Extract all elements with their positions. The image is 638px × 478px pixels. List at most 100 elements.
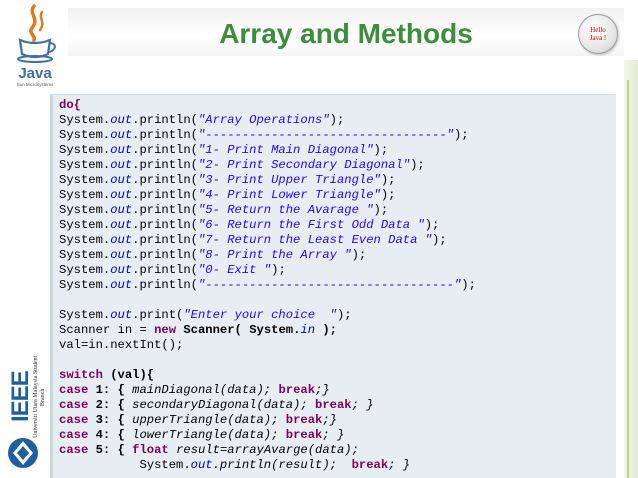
code-token: .println( bbox=[132, 143, 198, 157]
code-token: ); bbox=[410, 158, 425, 172]
code-token: mainDiagonal(data); bbox=[132, 383, 272, 397]
code-token: (val){ bbox=[102, 368, 155, 382]
code-line: System.out.println("0- Exit "); bbox=[59, 263, 476, 278]
code-token: System. bbox=[59, 203, 111, 217]
code-line: case 4: { lowerTriangle(data); break; } bbox=[59, 428, 476, 443]
code-token: new bbox=[154, 323, 177, 337]
code-token: out bbox=[110, 173, 133, 187]
code-token: 2: { bbox=[88, 398, 133, 412]
code-line: Scanner in = new Scanner( System.in ); bbox=[59, 323, 476, 338]
code-token: System. bbox=[59, 263, 111, 277]
code-token: lowerTriangle(data); bbox=[132, 428, 279, 442]
code-token: System. bbox=[59, 158, 111, 172]
code-line: System.out.println("3- Print Upper Trian… bbox=[59, 173, 476, 188]
code-line: System.out.println("8- Print the Array "… bbox=[59, 248, 476, 263]
code-token: "5- Return the Avarage " bbox=[197, 203, 374, 217]
code-line: System.out.println("4- Print Lower Trian… bbox=[59, 188, 476, 203]
badge-line-1: Hello bbox=[590, 26, 606, 34]
code-line: System.out.println("6- Return the First … bbox=[59, 218, 476, 233]
code-token: out bbox=[110, 158, 133, 172]
code-token: ;} bbox=[322, 413, 337, 427]
code-token: case bbox=[59, 383, 89, 397]
code-token: System. bbox=[59, 188, 111, 202]
ieee-logo-icon: IEEE bbox=[7, 371, 34, 423]
code-token: result=arrayAvarge(data); bbox=[176, 443, 359, 457]
svg-text:Sun Microsystems: Sun Microsystems bbox=[17, 82, 55, 87]
code-token: 1: { bbox=[88, 383, 133, 397]
hello-java-badge: Hello Java ! bbox=[578, 14, 618, 54]
svg-text:Java: Java bbox=[18, 65, 52, 82]
code-line: System.out.println("Array Operations"); bbox=[59, 113, 476, 128]
code-token: ); bbox=[373, 143, 389, 157]
code-token: "6- Return the First Odd Data " bbox=[197, 218, 425, 232]
code-token: case bbox=[59, 428, 89, 442]
code-token: val=in.nextInt(); bbox=[59, 338, 184, 352]
code-token: .println( bbox=[132, 128, 198, 142]
code-token: out bbox=[110, 308, 133, 322]
university-branch-label: Universiti Utara Malaysia Student Branch bbox=[33, 355, 46, 439]
code-token: out bbox=[110, 143, 133, 157]
code-token: out bbox=[110, 128, 133, 142]
code-token: out bbox=[110, 113, 133, 127]
code-token: break bbox=[278, 383, 316, 397]
code-line: do{ bbox=[59, 98, 476, 113]
code-line: case 3: { upperTriangle(data); break;} bbox=[59, 413, 476, 428]
code-token: "3- Print Upper Triangle" bbox=[197, 173, 381, 187]
code-line: System.out.println("7- Return the Least … bbox=[59, 233, 476, 248]
code-token bbox=[308, 398, 315, 412]
code-token: case bbox=[59, 413, 89, 427]
code-token: System. bbox=[59, 308, 111, 322]
code-token: .println( bbox=[132, 263, 198, 277]
code-token: .println( bbox=[132, 158, 198, 172]
code-token: ); bbox=[351, 248, 367, 262]
code-token: out bbox=[110, 248, 133, 262]
code-token: out bbox=[110, 233, 133, 247]
code-token: float bbox=[132, 443, 169, 457]
code-line bbox=[59, 293, 476, 308]
code-token: out bbox=[110, 278, 133, 292]
code-token: .println(result); bbox=[212, 458, 337, 472]
code-token: "8- Print the Array " bbox=[197, 248, 352, 262]
code-token: break bbox=[315, 398, 352, 412]
code-token: .println( bbox=[132, 203, 198, 217]
code-token bbox=[278, 428, 285, 442]
code-token: Scanner( bbox=[183, 323, 242, 337]
code-token: out bbox=[190, 458, 213, 472]
code-token bbox=[278, 413, 285, 427]
code-token: ; } bbox=[322, 428, 345, 442]
code-token: out bbox=[110, 218, 133, 232]
code-token: break bbox=[285, 428, 323, 442]
code-token: out bbox=[110, 263, 133, 277]
code-token: out bbox=[110, 188, 133, 202]
code-token: System. bbox=[59, 278, 111, 292]
code-token: "Array Operations" bbox=[197, 113, 330, 127]
code-token: ); bbox=[380, 173, 396, 187]
code-token: ); bbox=[453, 128, 469, 142]
code-token: .println( bbox=[132, 218, 198, 232]
code-token: break bbox=[285, 413, 323, 427]
code-token: "---------------------------------" bbox=[197, 128, 454, 142]
code-line: System.out.println("2- Print Secondary D… bbox=[59, 158, 476, 173]
code-token: "2- Print Secondary Diagonal" bbox=[197, 158, 411, 172]
code-token: System. bbox=[59, 143, 111, 157]
code-line: System.out.println(result); break; } bbox=[59, 458, 476, 473]
ieee-diamond-icon bbox=[8, 438, 38, 468]
badge-line-2: Java ! bbox=[589, 34, 607, 42]
code-token: ); bbox=[271, 263, 286, 277]
code-line: System.out.print("Enter your choice "); bbox=[59, 308, 476, 323]
code-token: System. bbox=[59, 458, 191, 472]
code-token: case bbox=[59, 398, 89, 412]
code-token: System. bbox=[249, 323, 301, 337]
code-token: System. bbox=[59, 173, 111, 187]
code-block: do{System.out.println("Array Operations"… bbox=[59, 98, 476, 473]
code-token: .println( bbox=[132, 233, 198, 247]
code-token: ); bbox=[315, 323, 337, 337]
code-token: .print( bbox=[132, 308, 184, 322]
code-token: do{ bbox=[59, 98, 81, 112]
code-line: System.out.println("--------------------… bbox=[59, 278, 476, 293]
code-line: switch (val){ bbox=[59, 368, 476, 383]
code-token: ); bbox=[336, 308, 352, 322]
code-token: "4- Print Lower Triangle" bbox=[197, 188, 381, 202]
code-token: ; } bbox=[388, 458, 411, 472]
code-token: .println( bbox=[132, 248, 198, 262]
